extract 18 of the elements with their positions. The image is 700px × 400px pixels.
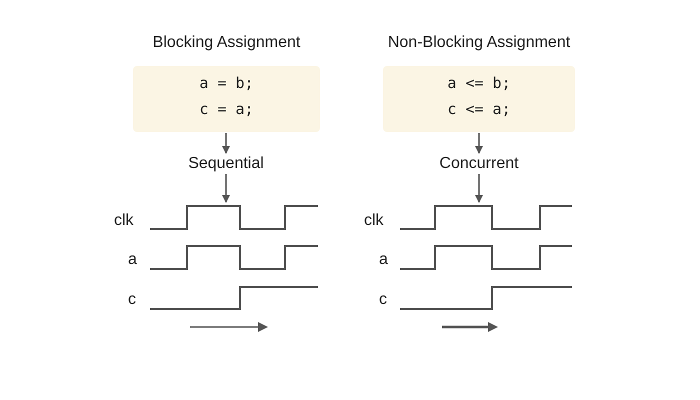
heading: Non-Blocking Assignment — [386, 34, 572, 52]
signal-name: clk — [114, 212, 134, 230]
signal-name: clk — [364, 212, 384, 230]
arrow — [475, 174, 483, 203]
signal-name: c — [128, 291, 136, 309]
code-line: c = a; — [198, 100, 255, 118]
code-line: c <= a; — [446, 100, 512, 118]
heading: Blocking Assignment — [152, 34, 302, 52]
arrow — [222, 133, 230, 154]
code-line: a <= b; — [446, 74, 512, 92]
code-line: a = b; — [198, 74, 255, 92]
process-label: Sequential — [188, 155, 264, 173]
signal-name: c — [379, 291, 387, 309]
signal-name: a — [379, 251, 388, 269]
arrow — [222, 174, 230, 203]
process-label: Concurrent — [439, 155, 519, 173]
signal-name: a — [128, 251, 137, 269]
arrow — [475, 133, 483, 154]
